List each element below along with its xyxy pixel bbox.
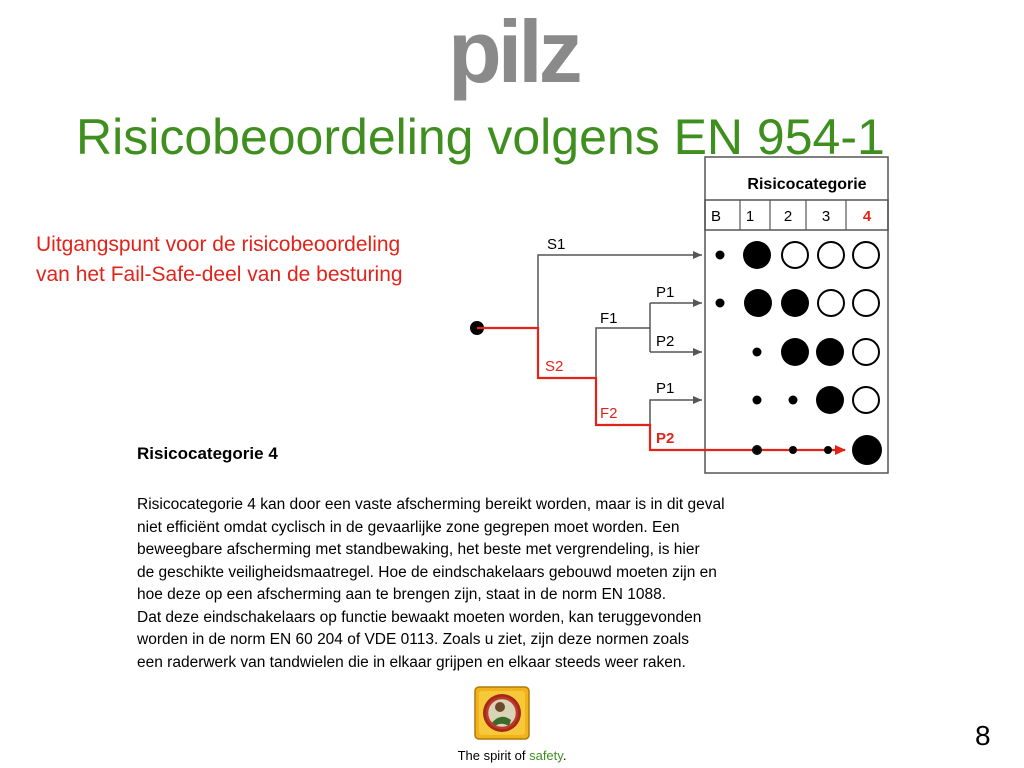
category-label-1: 1 (746, 208, 754, 225)
category-row-5 (752, 435, 882, 465)
category-row-3 (752, 338, 880, 366)
open-circle (852, 386, 880, 414)
pilz-logo: pilz (448, 2, 583, 101)
footer-tagline: The spirit of safety. (0, 748, 1024, 763)
body-line: beweegbare afscherming met standbewaking… (137, 541, 700, 558)
body-line: niet efficiënt omdat cyclisch in de geva… (137, 518, 680, 536)
open-circle (817, 241, 845, 269)
body-text: Risicocategorie 4 kan door een vaste afs… (137, 494, 857, 674)
filled-circle (816, 338, 844, 366)
category-label-3: 3 (822, 208, 830, 225)
body-line: hoe deze op een afscherming aan te breng… (137, 586, 667, 603)
body-line: worden in de norm EN 60 204 of VDE 0113.… (137, 631, 689, 648)
section-heading: Risicocategorie 4 (137, 444, 278, 463)
filled-circle (816, 386, 844, 414)
body-line: de geschikte veiligheidsmaatregel. Hoe d… (137, 563, 717, 581)
filled-circle (781, 289, 809, 317)
footer-highlight: safety (529, 748, 563, 763)
small-dot (752, 347, 762, 357)
small-dot (753, 446, 761, 454)
page-number: 8 (975, 720, 991, 751)
branch-label-p2-bottom: P2 (656, 430, 674, 447)
safety-badge-icon (474, 686, 530, 740)
small-dot (752, 395, 762, 405)
body-line: een raderwerk van tandwielen die in elka… (137, 653, 686, 671)
decision-tree (537, 251, 702, 450)
category-label-b: B (711, 208, 721, 225)
small-dot (788, 395, 798, 405)
category-header: Risicocategorie (747, 176, 866, 193)
subtitle: Uitgangspunt voor de risicobeoordeling v… (36, 230, 496, 290)
small-dot (824, 446, 832, 454)
open-circle (817, 289, 845, 317)
small-dot (715, 250, 725, 260)
branch-label-s1: S1 (547, 236, 565, 253)
filled-circle (781, 338, 809, 366)
category-row-2 (715, 289, 880, 317)
filled-circle (743, 241, 771, 269)
body-line: Risicocategorie 4 kan door een vaste afs… (137, 496, 725, 513)
small-dot (715, 298, 725, 308)
branch-label-s2: S2 (545, 358, 563, 375)
open-circle (852, 338, 880, 366)
category-row-1 (715, 241, 880, 269)
category-row-4 (752, 386, 880, 414)
body-line: Dat deze eindschakelaars op functie bewa… (137, 608, 702, 626)
branch-label-f2: F2 (600, 405, 618, 422)
branch-label-p1-bottom: P1 (656, 380, 674, 397)
branch-label-f1: F1 (600, 310, 618, 327)
category-label-4: 4 (863, 208, 872, 225)
branch-label-p1-top: P1 (656, 284, 674, 301)
category-label-2: 2 (784, 208, 792, 225)
page-title: Risicobeoordeling volgens EN 954-1 (76, 109, 885, 165)
open-circle (852, 289, 880, 317)
filled-circle-category-4 (852, 435, 882, 465)
footer-suffix: . (562, 748, 567, 763)
filled-circle (744, 289, 772, 317)
open-circle (852, 241, 880, 269)
subtitle-line-1: Uitgangspunt voor de risicobeoordeling (36, 233, 401, 256)
open-circle (781, 241, 809, 269)
small-dot (789, 446, 797, 454)
highlighted-path (470, 321, 846, 455)
branch-label-p2-top: P2 (656, 333, 674, 350)
footer-prefix: The spirit of (457, 748, 530, 763)
category-table: Risicocategorie B 1 2 3 4 (704, 156, 889, 474)
subtitle-line-2: van het Fail-Safe-deel van de besturing (36, 263, 403, 286)
